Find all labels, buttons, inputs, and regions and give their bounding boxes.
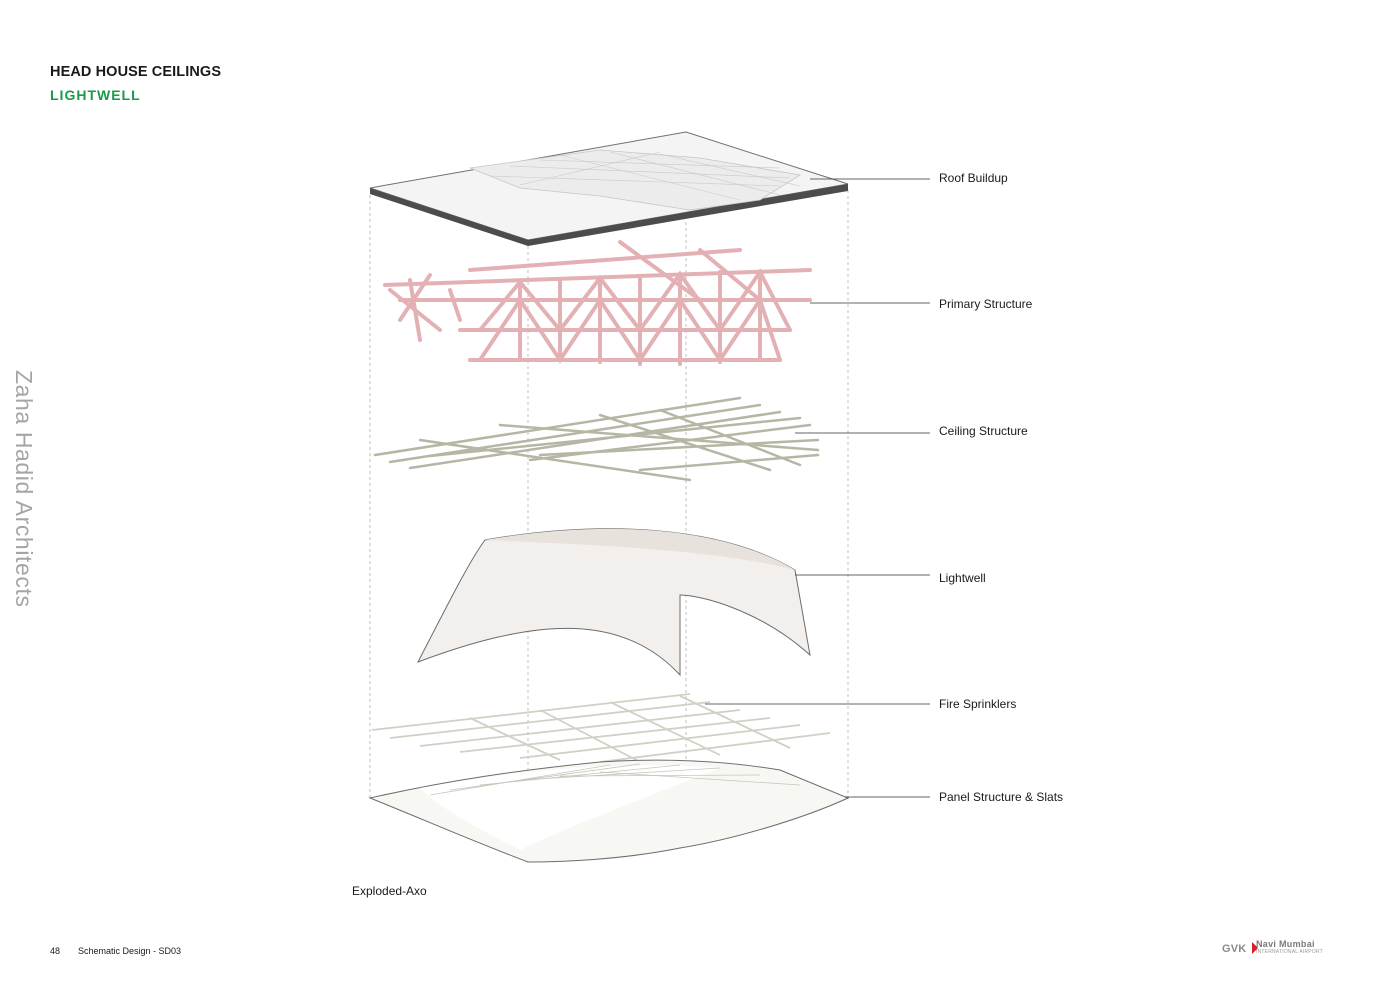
logo-subname: INTERNATIONAL AIRPORT (1256, 949, 1323, 955)
drawing-caption: Exploded-Axo (352, 884, 427, 898)
label-primary-structure: Primary Structure (939, 297, 1033, 311)
label-lightwell: Lightwell (939, 571, 986, 585)
logo-brand: GVK (1222, 943, 1247, 955)
logo-arrow-icon (1252, 942, 1258, 954)
page-number: 48 (50, 946, 61, 956)
leader-lines (705, 178, 930, 798)
label-panel-structure: Panel Structure & Slats (939, 790, 1064, 804)
label-fire-sprinklers: Fire Sprinklers (939, 697, 1017, 711)
lightwell-layer (416, 528, 811, 677)
label-ceiling-structure: Ceiling Structure (939, 424, 1028, 438)
document-name: Schematic Design - SD03 (78, 946, 182, 956)
fire-sprinklers-layer (371, 693, 831, 763)
gvk-logo: GVK Navi Mumbai INTERNATIONAL AIRPORT (1222, 938, 1332, 958)
primary-structure-layer (383, 240, 812, 366)
ceiling-structure-layer (373, 396, 820, 482)
label-roof-buildup: Roof Buildup (939, 171, 1008, 185)
page-subtitle: LIGHTWELL (50, 87, 141, 103)
panel-structure-layer (368, 759, 850, 863)
roof-buildup-layer (369, 131, 849, 246)
side-brand-text: Zaha Hadid Architects (11, 370, 37, 608)
guide-lines (369, 190, 849, 862)
page-title: HEAD HOUSE CEILINGS (50, 64, 222, 80)
logo-name: Navi Mumbai (1256, 939, 1315, 949)
